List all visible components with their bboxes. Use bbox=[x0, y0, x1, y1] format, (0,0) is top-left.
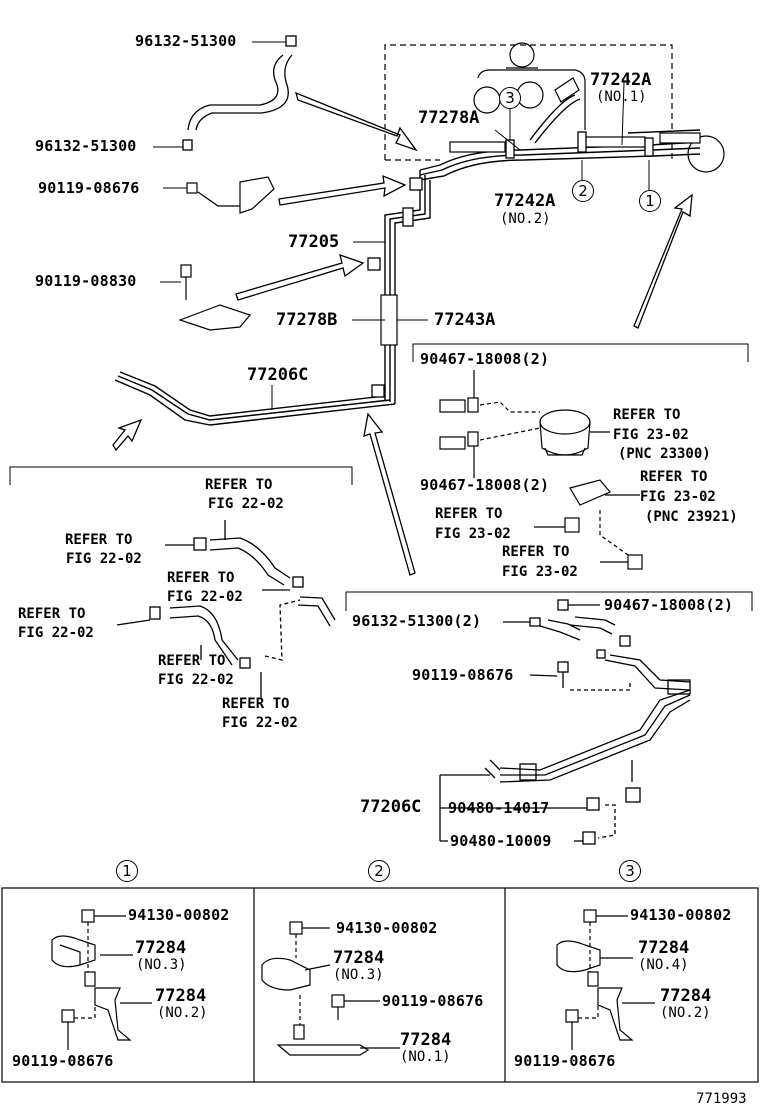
panel3-b: 77284 bbox=[660, 986, 712, 1006]
panel2-b: 77284 bbox=[400, 1030, 452, 1050]
refer3-line1: REFER TO bbox=[435, 506, 503, 522]
detail-panels-border bbox=[1, 887, 759, 1083]
label-77205: 77205 bbox=[288, 232, 340, 252]
left-refer5-line1: REFER TO bbox=[158, 653, 226, 669]
refer1-line1: REFER TO bbox=[613, 407, 681, 423]
callout-circle-1: 1 bbox=[639, 190, 661, 212]
panel2-b-sub: (NO.1) bbox=[400, 1049, 451, 1065]
figure-number: 771993 bbox=[696, 1091, 747, 1107]
panel3-a: 77284 bbox=[638, 938, 690, 958]
right-box-parts bbox=[439, 599, 691, 845]
left-box-parts bbox=[116, 520, 336, 698]
hose-segments bbox=[380, 132, 701, 346]
panel1-circle: 1 bbox=[116, 860, 138, 882]
right-box-border bbox=[345, 591, 753, 611]
label-90119-08830: 90119-08830 bbox=[35, 272, 137, 290]
refer3-line2: FIG 23-02 bbox=[435, 526, 511, 542]
label-77242A-no1-sub: (NO.1) bbox=[596, 89, 647, 105]
left-refer6-line1: REFER TO bbox=[222, 696, 290, 712]
panel2-a-sub: (NO.3) bbox=[333, 967, 384, 983]
panel1-b-sub: (NO.2) bbox=[157, 1005, 208, 1021]
left-refer3-line1: REFER TO bbox=[167, 570, 235, 586]
detail-panel-1-parts bbox=[51, 909, 152, 1050]
panel3-a-sub: (NO.4) bbox=[638, 957, 689, 973]
tank-dashed-outline bbox=[384, 44, 673, 161]
label-90467-18008-b: 90467-18008(2) bbox=[420, 476, 550, 494]
left-refer4-line2: FIG 22-02 bbox=[18, 625, 94, 641]
left-refer1-line1: REFER TO bbox=[205, 477, 273, 493]
left-refer6-line2: FIG 22-02 bbox=[222, 715, 298, 731]
direction-arrows bbox=[112, 91, 693, 576]
label-96132-51300-b: 96132-51300 bbox=[35, 137, 137, 155]
label-90119-08676: 90119-08676 bbox=[38, 179, 140, 197]
left-refer3-line2: FIG 22-02 bbox=[167, 589, 243, 605]
label-96132-51300-a: 96132-51300 bbox=[135, 32, 237, 50]
refer2-line1: REFER TO bbox=[640, 469, 708, 485]
left-refer1-line2: FIG 22-02 bbox=[208, 496, 284, 512]
canister-box-border bbox=[412, 343, 749, 362]
detail-panel-3-parts bbox=[556, 909, 655, 1050]
detail-panel-2-parts bbox=[261, 921, 400, 1056]
left-box-border bbox=[9, 466, 353, 485]
vent-hose bbox=[182, 35, 297, 151]
panel2-a: 77284 bbox=[333, 948, 385, 968]
panel2-circle: 2 bbox=[368, 860, 390, 882]
leader-lines bbox=[153, 41, 650, 410]
panel1-bolt: 90119-08676 bbox=[12, 1052, 114, 1070]
panel2-bolt: 90119-08676 bbox=[382, 992, 484, 1010]
panel1-b: 77284 bbox=[155, 986, 207, 1006]
label-77206C-right: 77206C bbox=[360, 797, 422, 817]
label-90467-18008-a: 90467-18008(2) bbox=[420, 350, 550, 368]
refer4-line2: FIG 23-02 bbox=[502, 564, 578, 580]
refer2-line3: (PNC 23921) bbox=[645, 509, 738, 525]
refer4-line1: REFER TO bbox=[502, 544, 570, 560]
callout-circle-2: 2 bbox=[572, 180, 594, 202]
panel3-circle: 3 bbox=[619, 860, 641, 882]
panel3-bolt: 90119-08676 bbox=[514, 1052, 616, 1070]
left-refer4-line1: REFER TO bbox=[18, 606, 86, 622]
canister-parts bbox=[439, 370, 643, 570]
refer1-line3: (PNC 23300) bbox=[618, 446, 711, 462]
panel3-nut: 94130-00802 bbox=[630, 906, 732, 924]
label-96132-51300-2: 96132-51300(2) bbox=[352, 612, 482, 630]
label-77206C: 77206C bbox=[247, 365, 309, 385]
label-77242A-no2-sub: (NO.2) bbox=[500, 211, 551, 227]
label-90480-14017: 90480-14017 bbox=[448, 799, 550, 817]
panel1-a: 77284 bbox=[135, 938, 187, 958]
left-refer5-line2: FIG 22-02 bbox=[158, 672, 234, 688]
label-90480-10009: 90480-10009 bbox=[450, 832, 552, 850]
left-refer2-line2: FIG 22-02 bbox=[66, 551, 142, 567]
bolts-brackets bbox=[178, 176, 275, 331]
panel2-nut: 94130-00802 bbox=[336, 919, 438, 937]
label-90119-08676-right: 90119-08676 bbox=[412, 666, 514, 684]
label-77242A-no2: 77242A bbox=[494, 191, 556, 211]
left-refer2-line1: REFER TO bbox=[65, 532, 133, 548]
callout-circle-3: 3 bbox=[499, 87, 521, 109]
label-77278A: 77278A bbox=[418, 108, 480, 128]
panel1-a-sub: (NO.3) bbox=[136, 957, 187, 973]
label-77242A-no1: 77242A bbox=[590, 70, 652, 90]
panel1-nut: 94130-00802 bbox=[128, 906, 230, 924]
label-77243A: 77243A bbox=[434, 310, 496, 330]
refer2-line2: FIG 23-02 bbox=[640, 489, 716, 505]
refer1-line2: FIG 23-02 bbox=[613, 427, 689, 443]
label-90467-18008-2: 90467-18008(2) bbox=[604, 596, 734, 614]
pipe-clamps bbox=[367, 131, 654, 398]
label-77278B: 77278B bbox=[276, 310, 338, 330]
panel3-b-sub: (NO.2) bbox=[660, 1005, 711, 1021]
